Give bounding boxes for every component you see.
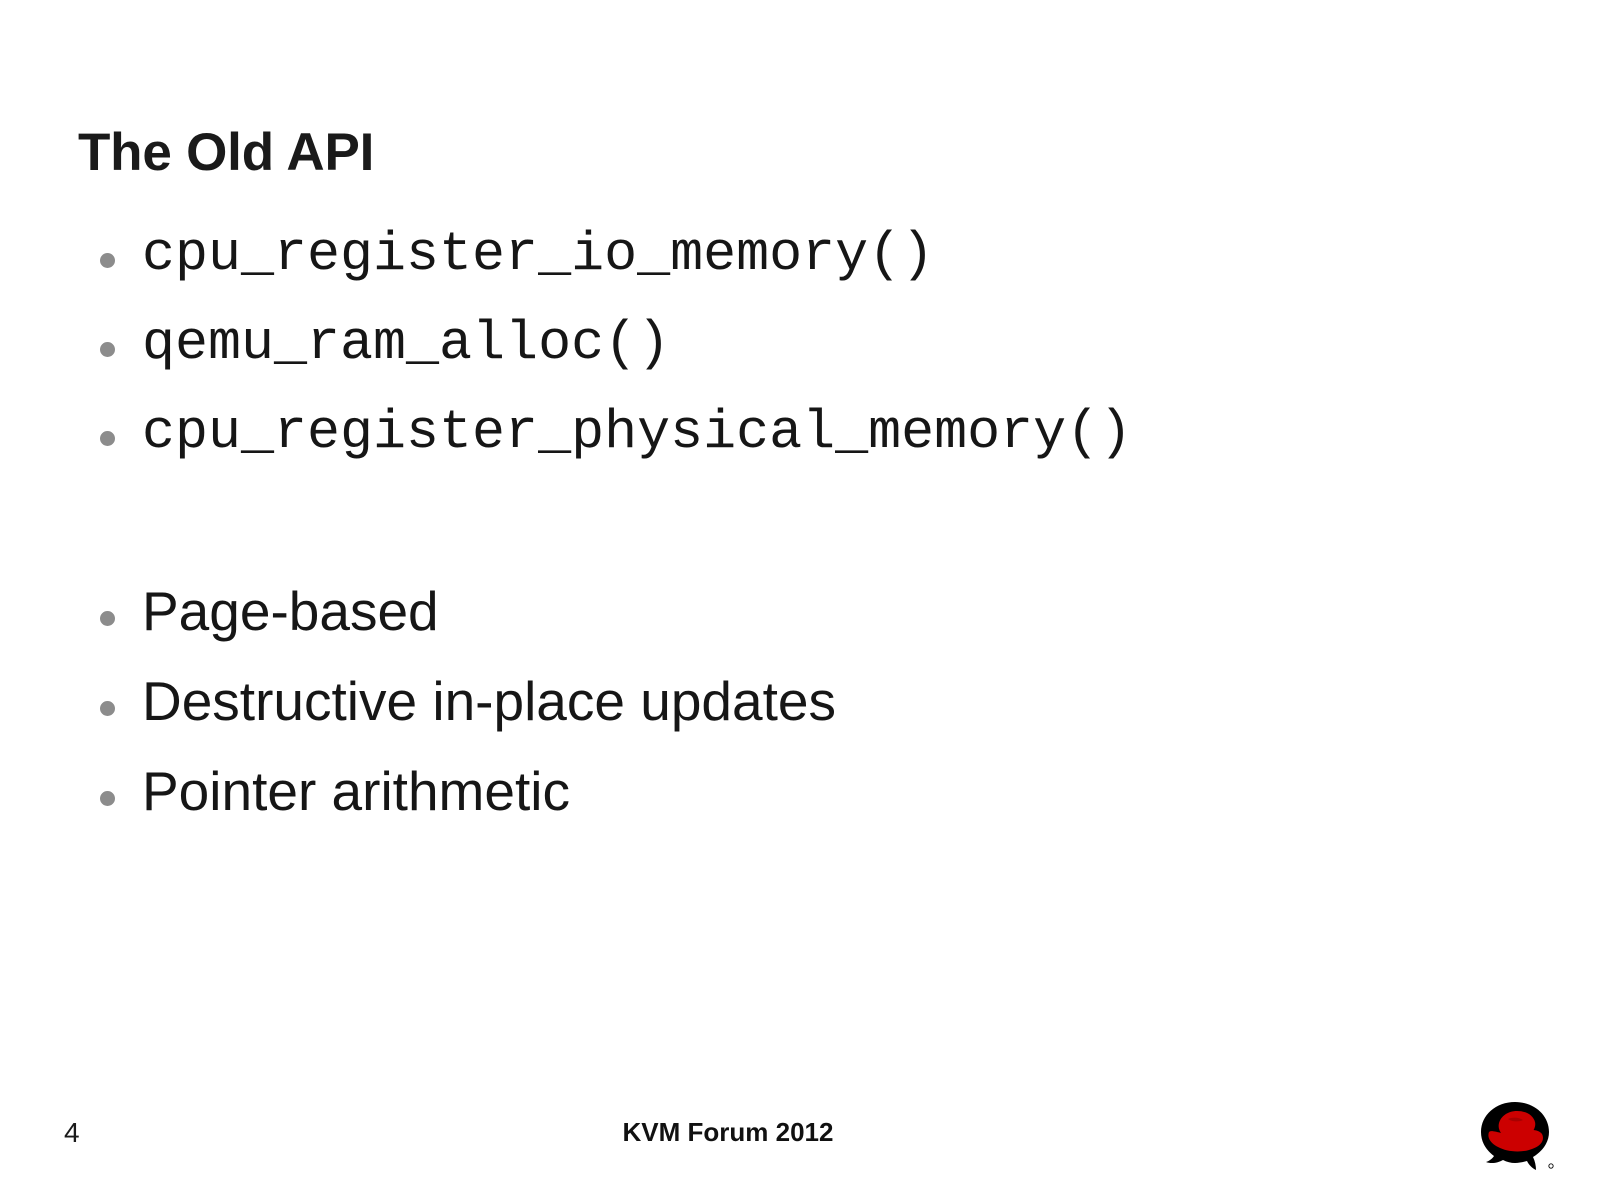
bullet-dot-icon bbox=[100, 611, 115, 626]
list-item-label: Pointer arithmetic bbox=[142, 760, 570, 822]
list-item: Pointer arithmetic bbox=[92, 759, 1512, 849]
list-item: Destructive in-place updates bbox=[92, 669, 1512, 759]
page-title: The Old API bbox=[78, 122, 375, 182]
bullet-dot-icon bbox=[100, 701, 115, 716]
list-item-label: cpu_register_io_memory() bbox=[142, 223, 935, 286]
list-item-label: Destructive in-place updates bbox=[142, 670, 836, 732]
bullet-dot-icon bbox=[100, 342, 115, 357]
bullet-dot-icon bbox=[100, 431, 115, 446]
list-item: qemu_ram_alloc() bbox=[92, 313, 1512, 402]
list-item-label: Page-based bbox=[142, 580, 439, 642]
bullet-list: cpu_register_io_memory() qemu_ram_alloc(… bbox=[92, 224, 1512, 849]
list-item: cpu_register_io_memory() bbox=[92, 224, 1512, 313]
bullet-dot-icon bbox=[100, 791, 115, 806]
list-item-label: qemu_ram_alloc() bbox=[142, 312, 671, 375]
footer-conference-label: KVM Forum 2012 bbox=[622, 1117, 834, 1147]
list-spacer bbox=[92, 491, 1512, 579]
red-hat-logo bbox=[1472, 1098, 1558, 1176]
list-item: cpu_register_physical_memory() bbox=[92, 402, 1512, 491]
bullet-dot-icon bbox=[100, 253, 115, 268]
page-number: 4 bbox=[64, 1117, 80, 1148]
list-item: Page-based bbox=[92, 579, 1512, 669]
red-hat-shadowman-icon bbox=[1481, 1102, 1554, 1170]
list-item-label: cpu_register_physical_memory() bbox=[142, 401, 1133, 464]
